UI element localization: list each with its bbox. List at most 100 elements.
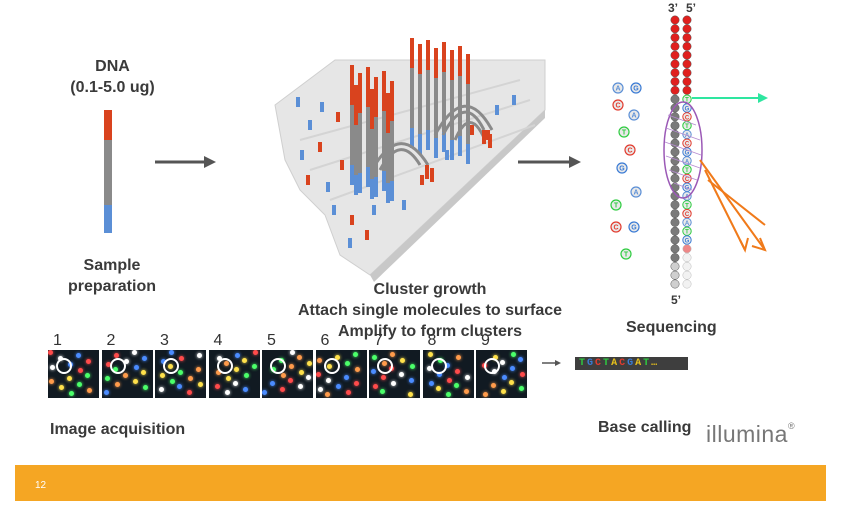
free-nucleotide: T — [620, 248, 632, 260]
template-base — [670, 244, 680, 254]
frame-number: 1 — [53, 332, 62, 349]
incorporated-base: A — [682, 191, 692, 201]
template-base — [670, 270, 680, 280]
free-nucleotide: G — [616, 162, 628, 174]
incorporated-base: G — [682, 182, 692, 192]
svg-text:C: C — [685, 212, 690, 218]
template-base — [670, 138, 680, 148]
tracked-cluster-ring — [484, 358, 500, 374]
dna-title-block: DNA (0.1-5.0 ug) — [55, 56, 170, 98]
free-nucleotide: G — [630, 82, 642, 94]
template-base — [670, 59, 680, 69]
acquisition-frame — [262, 350, 313, 398]
free-nucleotide: A — [630, 186, 642, 198]
svg-text:C: C — [685, 115, 690, 121]
svg-text:G: G — [685, 151, 690, 157]
template-base — [670, 77, 680, 87]
frame-number: 6 — [320, 332, 330, 349]
svg-text:T: T — [624, 252, 629, 259]
empty-slot — [682, 270, 692, 280]
acquisition-frame — [315, 350, 367, 398]
svg-text:G: G — [631, 225, 637, 232]
free-nucleotide: A — [612, 82, 624, 94]
tracked-cluster-ring — [430, 358, 447, 374]
template-base — [670, 235, 680, 245]
template-base — [670, 94, 680, 104]
strand-end-3prime: 3’ — [668, 1, 679, 15]
strand-end-5prime-bottom: 5’ — [671, 293, 682, 307]
template-base — [670, 261, 680, 271]
empty-slot — [682, 261, 692, 271]
primer-base — [682, 15, 692, 25]
primer-base — [682, 59, 692, 69]
excitation-arrows — [699, 159, 767, 253]
called-base: G — [587, 358, 596, 369]
frame-number: 4 — [213, 332, 223, 349]
template-base — [670, 15, 680, 25]
called-base: … — [651, 358, 660, 369]
tracked-cluster-ring — [377, 358, 393, 374]
illumina-logo: illumina® — [706, 421, 795, 448]
cluster-caption: Cluster growth Attach single molecules t… — [265, 279, 595, 342]
frame-number: 3 — [160, 332, 169, 349]
svg-text:T: T — [685, 124, 689, 130]
svg-text:A: A — [615, 86, 620, 93]
primer-base — [682, 33, 692, 43]
template-base — [670, 200, 680, 210]
dna-title: DNA — [95, 58, 130, 75]
template-base — [670, 24, 680, 34]
acquisition-frame — [208, 350, 260, 398]
frame-number: 9 — [481, 332, 490, 349]
called-base: C — [619, 358, 628, 369]
incorporated-base: T — [682, 226, 692, 236]
registered-mark: ® — [787, 421, 796, 431]
free-nucleotide: G — [628, 221, 640, 233]
template-base — [670, 33, 680, 43]
image-acquisition-label: Image acquisition — [50, 421, 186, 438]
cluster-line2: Attach single molecules to surface — [297, 302, 563, 319]
acquisition-frame — [476, 350, 527, 398]
free-nucleotide: C — [624, 144, 636, 156]
free-nucleotide: T — [610, 199, 622, 211]
called-base: T — [643, 358, 652, 369]
svg-text:C: C — [613, 225, 618, 232]
template-base — [670, 253, 680, 263]
sample-prep-line1: Sample — [83, 257, 141, 274]
footer-bar — [15, 465, 826, 501]
incorporated-base: T — [682, 164, 692, 175]
svg-text:G: G — [685, 186, 690, 192]
frame-number: 2 — [106, 332, 116, 349]
frame-number: 5 — [267, 332, 276, 349]
called-base: G — [627, 358, 636, 369]
polymerase-highlight — [663, 101, 703, 199]
template-base — [670, 173, 680, 183]
incorporated-base: C — [682, 112, 692, 122]
svg-text:A: A — [685, 221, 690, 227]
tracked-cluster-ring — [216, 358, 233, 374]
tracked-cluster-ring — [270, 358, 286, 374]
tracked-cluster-ring — [323, 358, 340, 374]
template-base — [670, 209, 680, 219]
acquisition-frame — [422, 350, 474, 398]
svg-text:T: T — [685, 168, 689, 174]
template-base — [670, 147, 680, 157]
bridge-ends — [425, 130, 492, 182]
svg-text:G: G — [685, 239, 690, 245]
acquisition-frame — [369, 350, 420, 398]
dna-amount: (0.1-5.0 ug) — [70, 79, 155, 96]
template-base — [670, 217, 680, 227]
incorporated-base: A — [682, 217, 692, 228]
dna-strand — [104, 110, 112, 233]
page-number: 12 — [35, 480, 47, 491]
called-base: A — [635, 358, 644, 369]
template-base — [670, 226, 680, 236]
svg-text:T: T — [622, 130, 627, 137]
free-nucleotide: C — [610, 221, 622, 233]
incorporated-base: C — [682, 208, 692, 219]
svg-text:G: G — [685, 107, 690, 113]
empty-slot — [682, 253, 692, 263]
base-call-read: TGCTACGAT… — [575, 357, 688, 370]
acquisition-frame — [155, 350, 206, 398]
incorporated-base: T — [682, 200, 692, 210]
